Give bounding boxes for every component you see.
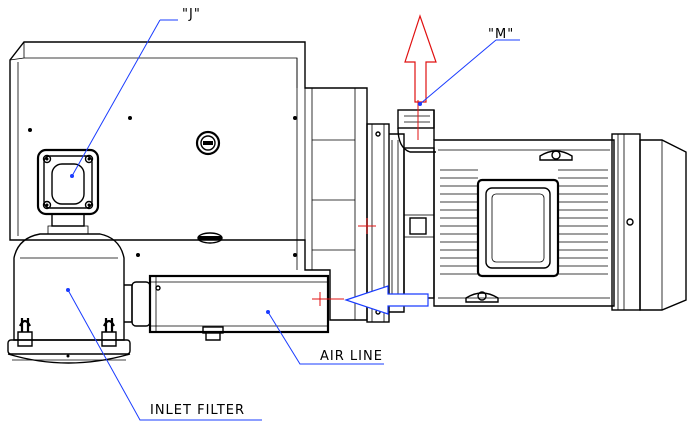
leader-m (419, 39, 520, 105)
leader-j (71, 19, 178, 177)
sight-glass-icon (197, 232, 223, 244)
center-marks (312, 100, 419, 306)
oil-cap-icon (195, 130, 221, 156)
label-j: "J" (182, 7, 201, 22)
motor (403, 133, 687, 311)
air-line-tube (124, 274, 330, 341)
leader-air-line (267, 311, 384, 365)
outlet-elbow (397, 109, 436, 153)
inlet-filter (7, 233, 131, 364)
filter-clip-right-icon (101, 318, 117, 347)
inlet-flange (36, 148, 100, 235)
label-m: "M" (488, 27, 514, 42)
leader-inlet-filter (67, 289, 262, 421)
label-inlet-filter: INLET FILTER (150, 403, 245, 418)
outlet-flow-arrow (404, 14, 437, 103)
label-air-line: AIR LINE (320, 349, 383, 364)
lifting-eye-bottom-icon (465, 291, 499, 303)
pump-housing (9, 41, 368, 321)
filter-clip-left-icon (17, 318, 33, 347)
air-flow-arrow (344, 285, 429, 315)
lifting-eye-top-icon (539, 150, 573, 161)
